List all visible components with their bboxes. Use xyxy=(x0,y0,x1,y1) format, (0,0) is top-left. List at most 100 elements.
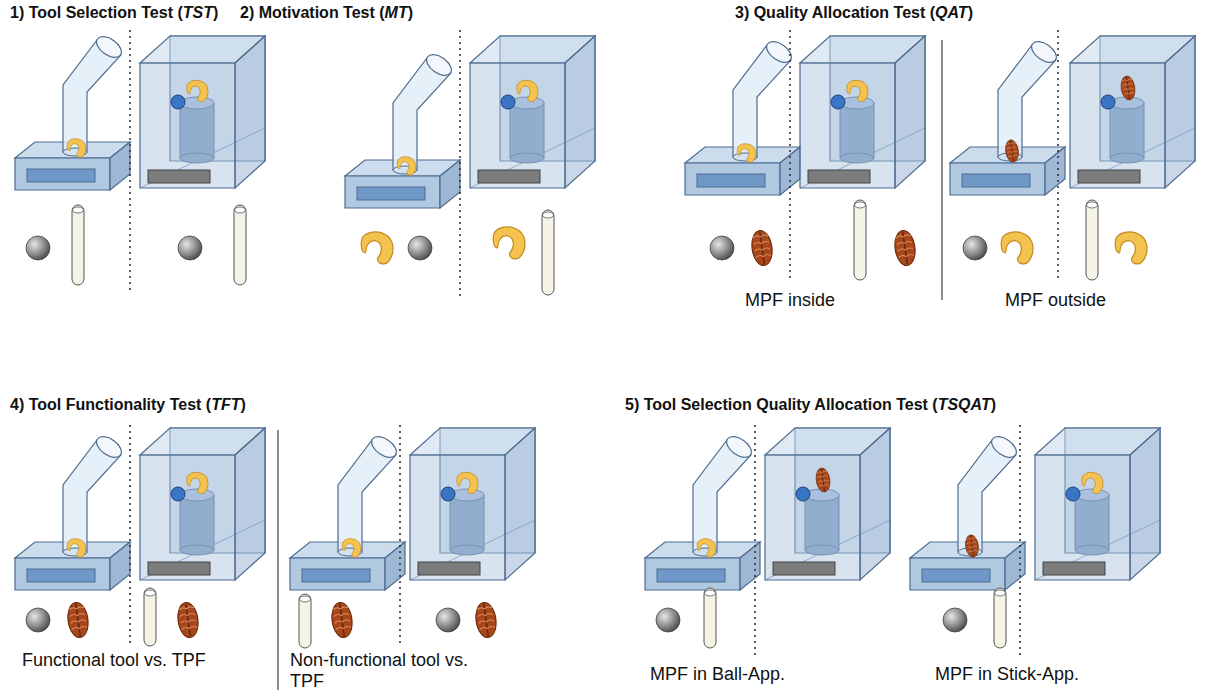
stick-apparatus xyxy=(1070,36,1195,188)
ball-tool xyxy=(943,608,967,632)
apparatus-front xyxy=(470,63,565,188)
apparatus-side xyxy=(440,160,460,208)
ball-tool xyxy=(408,236,432,260)
pecan xyxy=(330,601,355,639)
grey-bar xyxy=(1078,170,1140,183)
pecan-ridge xyxy=(1007,151,1017,153)
cashew-shape xyxy=(1082,472,1103,493)
stick-body xyxy=(704,588,716,648)
apparatus-side xyxy=(385,542,405,590)
pecan-ridge xyxy=(1123,92,1134,95)
blue-button xyxy=(831,95,845,109)
tube-opening xyxy=(763,37,795,66)
ball-apparatus xyxy=(290,432,405,590)
stick-end xyxy=(855,202,866,208)
pecan-shape xyxy=(815,467,832,493)
ball-apparatus xyxy=(645,432,760,590)
cashew xyxy=(737,144,756,163)
stick-body xyxy=(234,205,246,285)
stick-tool xyxy=(854,200,866,280)
condition-label: MPF in Stick-App. xyxy=(935,664,1079,685)
tube-opening xyxy=(368,432,400,461)
dotted-divider xyxy=(399,425,401,645)
condition-label: Functional tool vs. TPF xyxy=(22,650,207,671)
pecan-ridge xyxy=(477,606,492,610)
apparatus-side xyxy=(895,36,925,188)
dotted-divider xyxy=(129,30,131,290)
stick-body xyxy=(1086,200,1098,280)
stick-tool xyxy=(1086,200,1098,280)
pecan-shape xyxy=(66,601,91,639)
pecan-ridge xyxy=(898,254,913,258)
pecan-ridge xyxy=(180,619,195,623)
stick-body xyxy=(542,210,554,295)
dotted-divider xyxy=(129,425,131,645)
ball-apparatus xyxy=(910,432,1025,590)
pecan-ridge xyxy=(1007,147,1017,149)
pecan-ridge xyxy=(181,626,196,630)
stick-tool xyxy=(542,210,554,295)
dotted-divider xyxy=(754,425,756,658)
tube-opening xyxy=(1028,37,1060,66)
apparatus-front xyxy=(950,163,1045,195)
cashew-shape xyxy=(397,157,416,176)
pecan-ridge xyxy=(967,546,977,548)
apparatus-window xyxy=(357,187,425,200)
stick-tool xyxy=(994,588,1006,648)
stick-tool xyxy=(704,588,716,648)
pecan-ridge xyxy=(754,247,769,251)
stick-body xyxy=(994,588,1006,648)
pecan-ridge xyxy=(70,613,85,617)
dotted-divider xyxy=(1019,425,1021,658)
pecan-ridge xyxy=(818,484,829,487)
apparatus-front xyxy=(1035,455,1130,580)
condition-label: MPF outside xyxy=(1005,290,1106,311)
dotted-divider xyxy=(789,30,791,282)
apparatus-side xyxy=(235,428,265,580)
blue-button xyxy=(441,487,455,501)
apparatus-front xyxy=(800,63,895,188)
panel-title: 4) Tool Functionality Test (TFT) xyxy=(10,396,246,414)
stick-body xyxy=(72,205,84,285)
pecan-ridge xyxy=(1122,79,1133,82)
apparatus-front xyxy=(765,455,860,580)
ball-tool xyxy=(436,608,460,632)
apparatus-side xyxy=(505,428,535,580)
pecan-ridge xyxy=(334,613,349,617)
panel-title: 3) Quality Allocation Test (QAT) xyxy=(735,4,973,22)
apparatus-front xyxy=(140,455,235,580)
grey-bar xyxy=(1043,562,1105,575)
stick-apparatus xyxy=(410,428,535,580)
apparatus-front xyxy=(15,158,110,190)
pecan-ridge xyxy=(966,537,976,539)
pecan xyxy=(176,601,201,639)
cashew-shape xyxy=(1001,232,1033,264)
pecan xyxy=(66,601,91,639)
stick-end xyxy=(1087,202,1098,208)
apparatus-front xyxy=(15,558,110,590)
pecan-ridge xyxy=(818,480,829,483)
tube-opening xyxy=(988,432,1020,461)
stick-apparatus xyxy=(140,36,265,188)
cashew xyxy=(1001,232,1033,264)
apparatus-front xyxy=(345,176,440,208)
cashew xyxy=(397,157,416,176)
panel-title: 2) Motivation Test (MT) xyxy=(240,4,413,22)
pecan-ridge xyxy=(817,471,828,474)
pecan-ridge xyxy=(478,613,493,617)
apparatus-window xyxy=(27,169,95,182)
cashew-shape xyxy=(737,144,756,163)
pecan-ridge xyxy=(1122,83,1133,86)
pecan-ridge xyxy=(180,613,195,617)
condition-label: MPF inside xyxy=(745,290,835,311)
apparatus-front xyxy=(645,558,740,590)
cashew-shape xyxy=(697,539,716,558)
stick-end xyxy=(145,590,156,596)
apparatus-window xyxy=(657,569,725,582)
solid-divider xyxy=(941,40,943,300)
stick-end xyxy=(235,207,246,213)
ball-tool xyxy=(26,236,50,260)
stick-end xyxy=(995,590,1006,596)
pecan-ridge xyxy=(1008,155,1018,157)
